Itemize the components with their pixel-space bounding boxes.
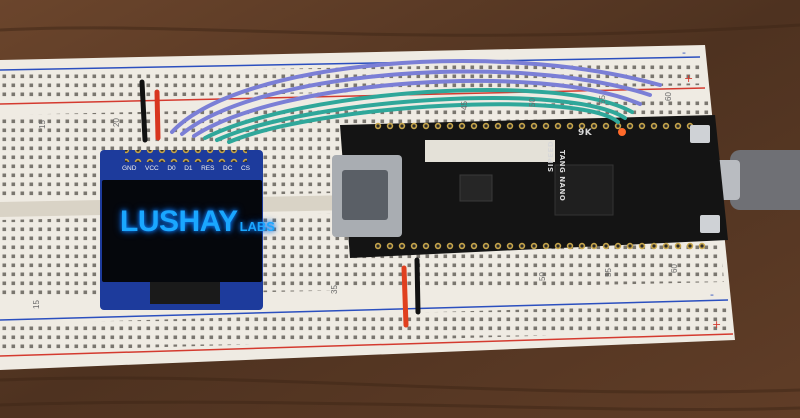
red-wire-bottom	[401, 265, 409, 328]
fpga-pin-row-top	[375, 118, 695, 130]
pin-label-d1: D1	[184, 165, 193, 172]
pin-label-dc: DC	[223, 165, 233, 172]
button-2	[700, 215, 720, 233]
power-led	[618, 128, 626, 136]
hdmi-port-inner	[342, 170, 388, 220]
oled-pin-labels: GND VCC D0 D1 RES DC CS	[122, 165, 250, 172]
pin-label-res: RES	[201, 165, 215, 172]
oled-text-sub: LABS	[239, 219, 275, 234]
pin-label-gnd: GND	[122, 165, 137, 172]
bb-number-bottom-35: 35	[329, 285, 339, 294]
bb-number-top-60: 60	[663, 92, 673, 101]
black-wire-top	[139, 79, 148, 143]
fpga-pin-row-bottom	[375, 240, 705, 252]
board-variant-label: 9K	[578, 128, 593, 138]
pin-label-cs: CS	[240, 165, 250, 172]
oled-glass	[102, 180, 262, 282]
black-wire-bottom	[414, 257, 421, 315]
pin-label-d0: D0	[167, 165, 176, 172]
bb-number-top-55: 55	[597, 95, 607, 104]
pin-label-vcc: VCC	[145, 165, 159, 172]
red-wire-top	[154, 89, 161, 141]
bb-number-bottom-15: 15	[31, 300, 41, 309]
bb-number-bottom-55: 55	[603, 268, 613, 277]
bb-number-top-20: 20	[111, 118, 121, 127]
top-rail-blue	[0, 56, 701, 71]
bb-number-bottom-60: 60	[669, 264, 679, 273]
bb-number-bottom-50: 50	[537, 272, 547, 281]
bb-number-top-50: 50	[527, 98, 537, 107]
bb-number-top-15: 15	[37, 120, 47, 129]
signal-wires	[170, 59, 662, 144]
oled-text-main: LUSHAY	[120, 205, 238, 238]
bottom-rail-red	[0, 333, 734, 357]
flash-chip	[459, 174, 493, 202]
bottom-rail-holes	[0, 304, 731, 352]
button-1	[690, 125, 710, 143]
rail-sign-top-plus: +	[684, 72, 694, 85]
oled-header	[125, 150, 247, 162]
bb-number-top-45: 45	[459, 101, 469, 110]
fpga-chip	[554, 164, 614, 216]
wood-grain	[0, 23, 800, 412]
rail-sign-bottom-minus: -	[710, 288, 714, 301]
board-brand-label: SIPEED	[547, 140, 555, 172]
rail-sign-bottom-plus: +	[712, 318, 722, 331]
fpc-connector	[425, 140, 555, 162]
board-model-label: TANG NANO	[558, 150, 566, 202]
oled-ribbon	[150, 282, 220, 304]
rail-sign-top-minus: -	[682, 46, 686, 59]
bottom-rail-blue	[0, 299, 729, 321]
usb-cable	[730, 150, 800, 210]
